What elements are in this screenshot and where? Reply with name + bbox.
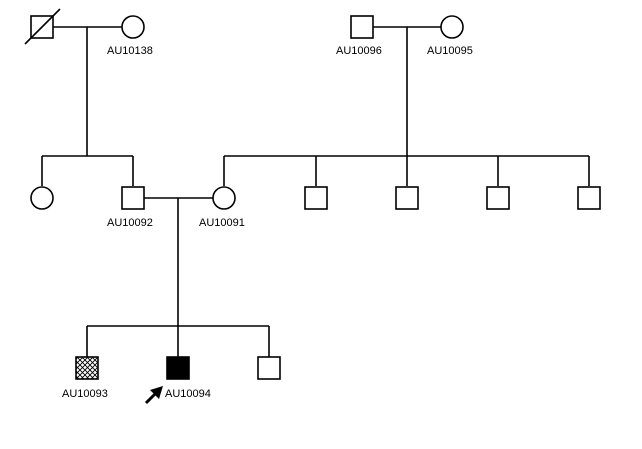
male-symbol-hatched	[75, 356, 99, 380]
female-symbol	[212, 186, 236, 210]
male-symbol-affected	[166, 356, 190, 380]
individual-label: AU10095	[427, 45, 473, 57]
deceased-slash-icon	[24, 8, 61, 45]
male-symbol	[304, 186, 328, 210]
relationship-lines	[41, 26, 590, 357]
male-symbol	[486, 186, 510, 210]
male-symbol	[350, 15, 374, 39]
individual-label: AU10138	[107, 45, 153, 57]
male-symbol	[577, 186, 601, 210]
male-symbol	[121, 186, 145, 210]
individual-label: AU10094	[165, 388, 211, 400]
individual-label: AU10091	[199, 217, 245, 229]
proband-arrow-icon	[144, 386, 163, 405]
male-symbol	[257, 356, 281, 380]
individual-label: AU10092	[107, 217, 153, 229]
female-symbol	[30, 186, 54, 210]
individual-label: AU10093	[62, 388, 108, 400]
female-symbol	[440, 15, 464, 39]
male-symbol	[395, 186, 419, 210]
individual-label: AU10096	[336, 45, 382, 57]
female-symbol	[121, 15, 145, 39]
